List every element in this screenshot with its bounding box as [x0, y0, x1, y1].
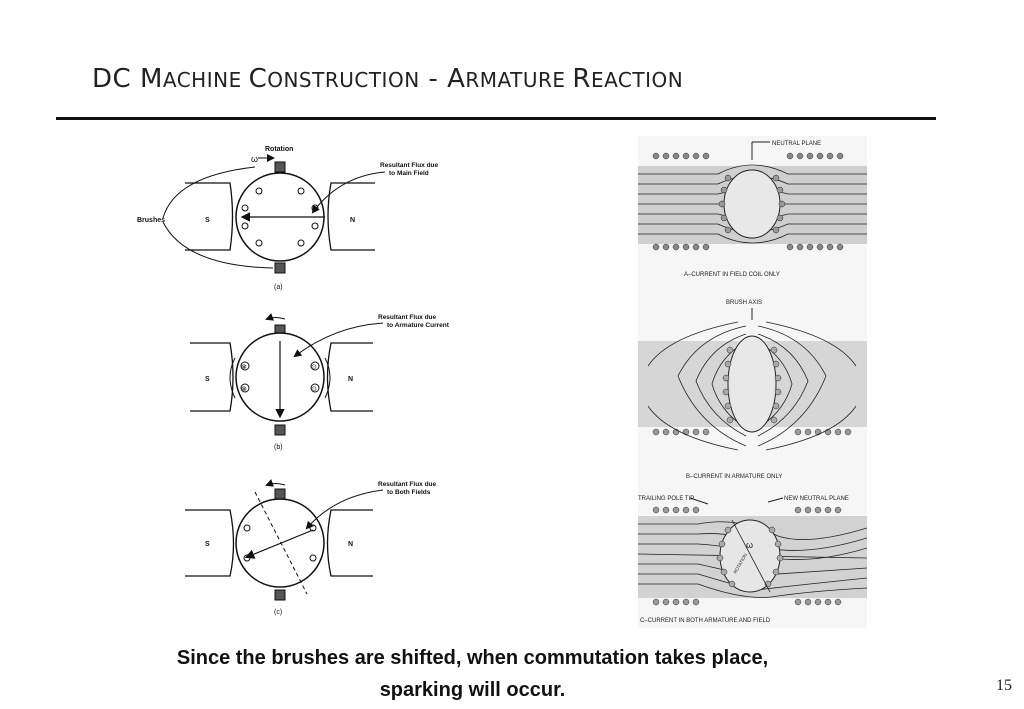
flux-label: to Both Fields	[387, 489, 431, 496]
armature	[723, 169, 781, 239]
title-part: ONSTRUCTION	[267, 68, 420, 92]
flux-distribution-figure: NEUTRAL PLANE A–CURRENT IN FIELD COIL ON…	[638, 136, 867, 628]
brush-bottom	[274, 424, 286, 436]
n-pole-label: N	[348, 376, 353, 383]
title-part: DC M	[92, 64, 163, 94]
panel-both: TRAILING POLE TIP NEW NEUTRAL PLANE ω RO…	[638, 496, 867, 624]
title-part: C	[248, 64, 268, 94]
neutral-plane-label: NEUTRAL PLANE	[772, 141, 821, 147]
page-number: 15	[996, 677, 1012, 694]
slide-title: DC MACHINE CONSTRUCTION - ARMATURE REACT…	[92, 64, 683, 94]
slide-caption: Since the brushes are shifted, when comm…	[100, 642, 845, 706]
panel-field-coil-only: NEUTRAL PLANE A–CURRENT IN FIELD COIL ON…	[638, 141, 867, 278]
flux-label: to Main Field	[389, 170, 429, 177]
s-pole-label: S	[205, 376, 210, 383]
new-neutral-plane-label: NEW NEUTRAL PLANE	[784, 496, 849, 502]
n-pole-label: N	[348, 541, 353, 548]
trailing-pole-tip-label: TRAILING POLE TIP	[638, 496, 694, 502]
omega-symbol: ω	[251, 154, 258, 164]
panel-b: ⊗ ⊗ ⊙ ⊙ S N Resultant Flux due to Armatu…	[190, 313, 450, 451]
panel-a: Rotation ω Brushes S N Resultant Flux du…	[137, 146, 439, 291]
s-pole-label: S	[205, 541, 210, 548]
brush-bottom	[274, 262, 286, 274]
svg-text:⊗: ⊗	[241, 386, 247, 393]
flux-label: Resultant Flux due	[378, 481, 437, 488]
panel-b-caption: B–CURRENT IN ARMATURE ONLY	[686, 474, 782, 480]
panel-b-sublabel: (b)	[274, 444, 283, 451]
panel-armature-only: BRUSH AXIS B–CURRENT IN ARMATURE ONLY	[638, 300, 867, 480]
panel-a-sublabel: (a)	[274, 284, 283, 291]
caption-line: sparking will occur.	[379, 679, 566, 701]
brush-top	[274, 488, 286, 500]
title-divider	[56, 117, 936, 120]
armature-reaction-panels-figure: Rotation ω Brushes S N Resultant Flux du…	[135, 136, 481, 624]
brush-bottom	[274, 589, 286, 601]
caption-line: Since the brushes are shifted, when comm…	[176, 647, 769, 669]
omega-symbol: ω	[746, 540, 753, 550]
title-part: - A	[419, 64, 466, 94]
svg-text:⊙: ⊙	[311, 364, 317, 371]
rotation-label: Rotation	[265, 146, 293, 153]
svg-text:⊙: ⊙	[311, 386, 317, 393]
panel-c: S N Resultant Flux due to Both Fields (c…	[185, 479, 437, 616]
title-part: EACTION	[590, 68, 684, 92]
panel-c-caption: C–CURRENT IN BOTH ARMATURE AND FIELD	[640, 618, 771, 624]
flux-label: Resultant Flux due	[380, 162, 439, 169]
flux-label: to Armature Current	[387, 322, 450, 329]
panel-c-sublabel: (c)	[274, 609, 282, 616]
title-part: RMATURE	[465, 68, 573, 92]
svg-text:⊗: ⊗	[241, 364, 247, 371]
brush-axis-label: BRUSH AXIS	[726, 300, 762, 306]
flux-label: Resultant Flux due	[378, 314, 437, 321]
panel-a-caption: A–CURRENT IN FIELD COIL ONLY	[684, 272, 780, 278]
brushes-label: Brushes	[137, 217, 165, 224]
title-part: ACHINE	[162, 68, 249, 92]
title-part: R	[572, 64, 591, 94]
brush-top	[274, 161, 286, 173]
armature	[727, 335, 777, 433]
n-pole-label: N	[350, 217, 355, 224]
s-pole-label: S	[205, 217, 210, 224]
